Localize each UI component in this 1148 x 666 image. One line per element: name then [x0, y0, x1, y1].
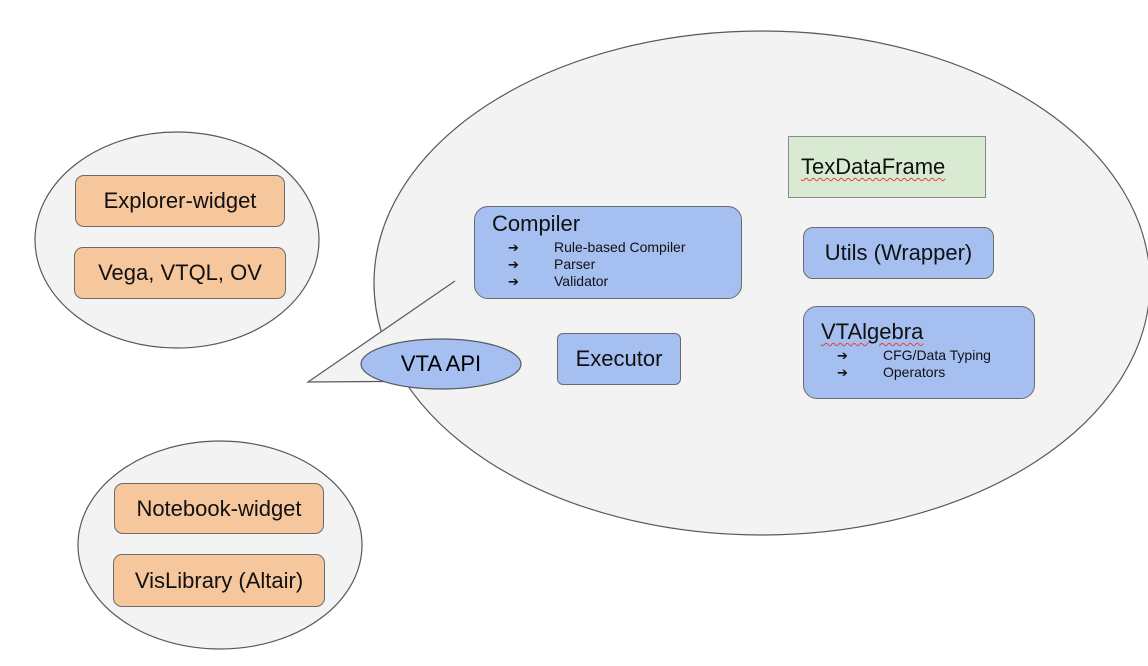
compiler-items: ➔ Rule-based Compiler ➔ Parser ➔ Validat…	[508, 239, 741, 290]
utils-label: Utils (Wrapper)	[824, 240, 973, 265]
notebook-widget-box: Notebook-widget	[114, 483, 324, 534]
compiler-box: Compiler ➔ Rule-based Compiler ➔ Parser …	[474, 206, 742, 299]
texdataframe-label: TexDataFrame	[801, 154, 946, 179]
notebook-widget-label: Notebook-widget	[136, 495, 302, 521]
vislibrary-label: VisLibrary (Altair)	[134, 567, 304, 593]
arrow-icon: ➔	[508, 274, 519, 289]
arrow-icon: ➔	[508, 240, 519, 255]
vtalgebra-item-label: Operators	[883, 364, 946, 380]
explorer-group-circle	[34, 131, 320, 349]
texdataframe-box: TexDataFrame	[788, 136, 986, 198]
arrow-icon: ➔	[837, 348, 848, 363]
explorer-widget-label: Explorer-widget	[103, 188, 257, 213]
list-item: ➔ CFG/Data Typing	[837, 347, 1034, 364]
list-item: ➔ Validator	[508, 273, 741, 290]
vta-api-text-wrap: VTA API	[361, 339, 521, 389]
vislibrary-box: VisLibrary (Altair)	[113, 554, 325, 607]
vtalgebra-title: VTAlgebra	[821, 319, 924, 344]
vtalgebra-item-label: CFG/Data Typing	[883, 347, 991, 363]
notebook-group-circle	[77, 440, 363, 650]
arrow-icon: ➔	[837, 365, 848, 380]
executor-label: Executor	[575, 346, 663, 371]
vta-api-label: VTA API	[400, 351, 482, 376]
vega-vtql-ov-box: Vega, VTQL, OV	[74, 247, 286, 299]
compiler-item-label: Parser	[554, 256, 596, 272]
arrow-icon: ➔	[508, 257, 519, 272]
vtalgebra-items: ➔ CFG/Data Typing ➔ Operators	[837, 347, 1034, 381]
compiler-title: Compiler	[492, 211, 581, 236]
vtalgebra-box: VTAlgebra ➔ CFG/Data Typing ➔ Operators	[803, 306, 1035, 399]
explorer-widget-box: Explorer-widget	[75, 175, 285, 227]
vta-api-ellipse	[360, 338, 522, 390]
list-item: ➔ Parser	[508, 256, 741, 273]
list-item: ➔ Rule-based Compiler	[508, 239, 741, 256]
executor-box: Executor	[557, 333, 681, 385]
utils-box: Utils (Wrapper)	[803, 227, 994, 279]
compiler-item-label: Rule-based Compiler	[554, 239, 686, 255]
compiler-item-label: Validator	[554, 273, 609, 289]
list-item: ➔ Operators	[837, 364, 1034, 381]
vega-vtql-ov-label: Vega, VTQL, OV	[98, 260, 262, 285]
